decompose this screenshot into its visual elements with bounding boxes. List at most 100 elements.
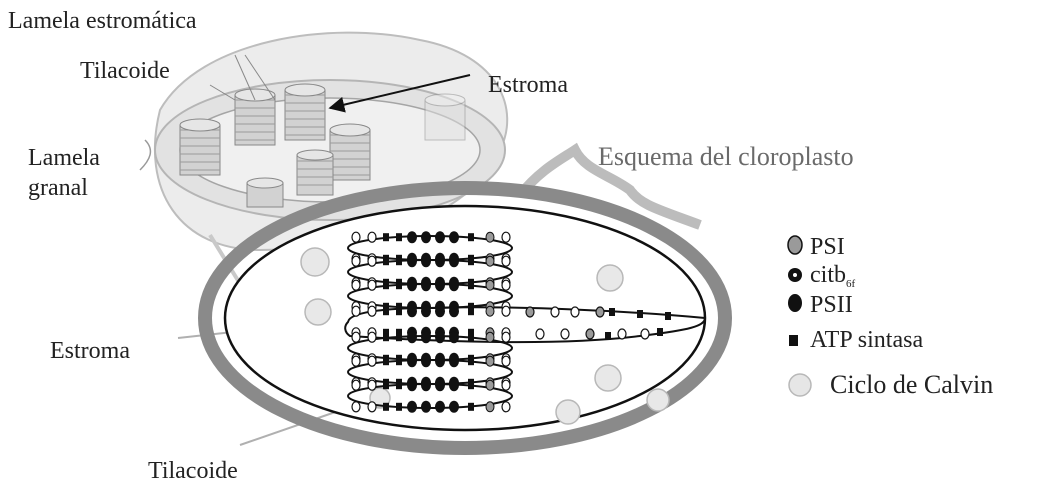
psi-protein-icon (502, 402, 510, 412)
psii-protein-icon (407, 355, 417, 367)
psi-protein-icon (368, 306, 376, 316)
psi-protein-icon (502, 356, 510, 366)
psii-protein-icon (435, 231, 445, 243)
label-esquema-cloroplasto: Esquema del cloroplasto (598, 142, 854, 171)
psii-protein-icon (435, 305, 445, 317)
atp-synthase-icon (609, 308, 615, 316)
atp-synthase-icon (468, 281, 474, 289)
psi-protein-icon (551, 307, 559, 317)
psi-protein-icon (618, 329, 626, 339)
psii-protein-icon (435, 401, 445, 413)
psi-protein-icon (561, 329, 569, 339)
atp-synthase-icon (468, 381, 474, 389)
atp-synthase-icon (396, 381, 402, 389)
psi-protein-icon (352, 280, 360, 290)
psii-protein-icon (407, 401, 417, 413)
psii-protein-icon (421, 279, 431, 291)
legend: PSI citb6f PSII ATP sintasa Ciclo de Cal… (788, 234, 993, 399)
label-lamela-estromatica: Lamela estromática (8, 8, 197, 34)
atp-synthase-icon (396, 307, 402, 315)
atp-synthase-icon (396, 357, 402, 365)
psi-protein-icon (536, 329, 544, 339)
atp-synthase-icon (468, 233, 474, 241)
label-estroma-left: Estroma (50, 338, 130, 364)
psii-protein-icon (449, 331, 459, 343)
psi-protein-icon (486, 256, 494, 266)
psii-protein-icon (407, 379, 417, 391)
atp-synthase-icon (383, 357, 389, 365)
atp-synthase-icon (665, 312, 671, 320)
label-tilacoide-bottom: Tilacoide (148, 458, 238, 484)
psii-protein-icon (421, 401, 431, 413)
psi-protein-icon (502, 280, 510, 290)
atp-synthase-icon (383, 381, 389, 389)
psi-protein-icon (352, 306, 360, 316)
psi-protein-icon (502, 380, 510, 390)
psi-protein-icon (352, 232, 360, 242)
psi-protein-icon (586, 329, 594, 339)
psi-protein-icon (502, 332, 510, 342)
atp-synthase-icon (383, 257, 389, 265)
atp-synthase-icon (468, 257, 474, 265)
psi-protein-icon (486, 280, 494, 290)
legend-psi-label: PSI (810, 234, 845, 260)
atp-synthase-icon (657, 328, 663, 336)
atp-synthase-icon (396, 403, 402, 411)
psi-protein-icon (596, 307, 604, 317)
psii-protein-icon (435, 379, 445, 391)
atp-synthase-icon (468, 357, 474, 365)
psi-symbol-icon (788, 236, 802, 254)
psi-protein-icon (502, 232, 510, 242)
psii-protein-icon (407, 231, 417, 243)
label-estroma-top: Estroma (488, 72, 568, 98)
psi-protein-icon (526, 307, 534, 317)
psii-protein-icon (407, 279, 417, 291)
psii-protein-icon (449, 279, 459, 291)
atp-synthase-icon (396, 333, 402, 341)
psi-protein-icon (368, 280, 376, 290)
legend-citb-text: citb6f (810, 262, 856, 290)
atp-synthase-icon (637, 310, 643, 318)
psi-protein-icon (368, 356, 376, 366)
psii-protein-icon (449, 305, 459, 317)
psi-protein-icon (368, 402, 376, 412)
psii-protein-icon (407, 255, 417, 267)
psi-protein-icon (486, 380, 494, 390)
psii-protein-icon (449, 231, 459, 243)
atp-synthase-icon (468, 333, 474, 341)
psi-protein-icon (486, 306, 494, 316)
calvin-symbol-icon (789, 374, 811, 396)
psii-protein-icon (449, 379, 459, 391)
atp-synthase-icon (468, 403, 474, 411)
atp-synthase-icon (396, 257, 402, 265)
atp-synthase-icon (468, 307, 474, 315)
atp-synthase-icon (605, 332, 611, 340)
atp-synthase-icon (383, 281, 389, 289)
psi-protein-icon (368, 332, 376, 342)
atp-synthase-icon (383, 333, 389, 341)
psii-protein-icon (407, 331, 417, 343)
psii-protein-icon (421, 331, 431, 343)
psii-protein-icon (435, 331, 445, 343)
psi-protein-icon (502, 256, 510, 266)
psii-protein-icon (435, 355, 445, 367)
psi-protein-icon (571, 307, 579, 317)
atp-symbol-icon (789, 335, 798, 346)
legend-citb-subscript: 6f (846, 278, 856, 290)
psi-protein-icon (352, 356, 360, 366)
psii-protein-icon (435, 279, 445, 291)
psii-protein-icon (421, 355, 431, 367)
psi-protein-icon (486, 232, 494, 242)
psi-protein-icon (486, 402, 494, 412)
psi-protein-icon (368, 256, 376, 266)
citb-symbol-dot-icon (793, 273, 797, 277)
chloroplast-schematic (205, 188, 725, 448)
psii-symbol-icon (788, 294, 802, 312)
atp-synthase-icon (396, 233, 402, 241)
psi-protein-icon (486, 332, 494, 342)
label-lamela-granal-line1: Lamela (28, 145, 100, 171)
atp-synthase-icon (383, 403, 389, 411)
psi-protein-icon (352, 380, 360, 390)
psii-protein-icon (421, 305, 431, 317)
